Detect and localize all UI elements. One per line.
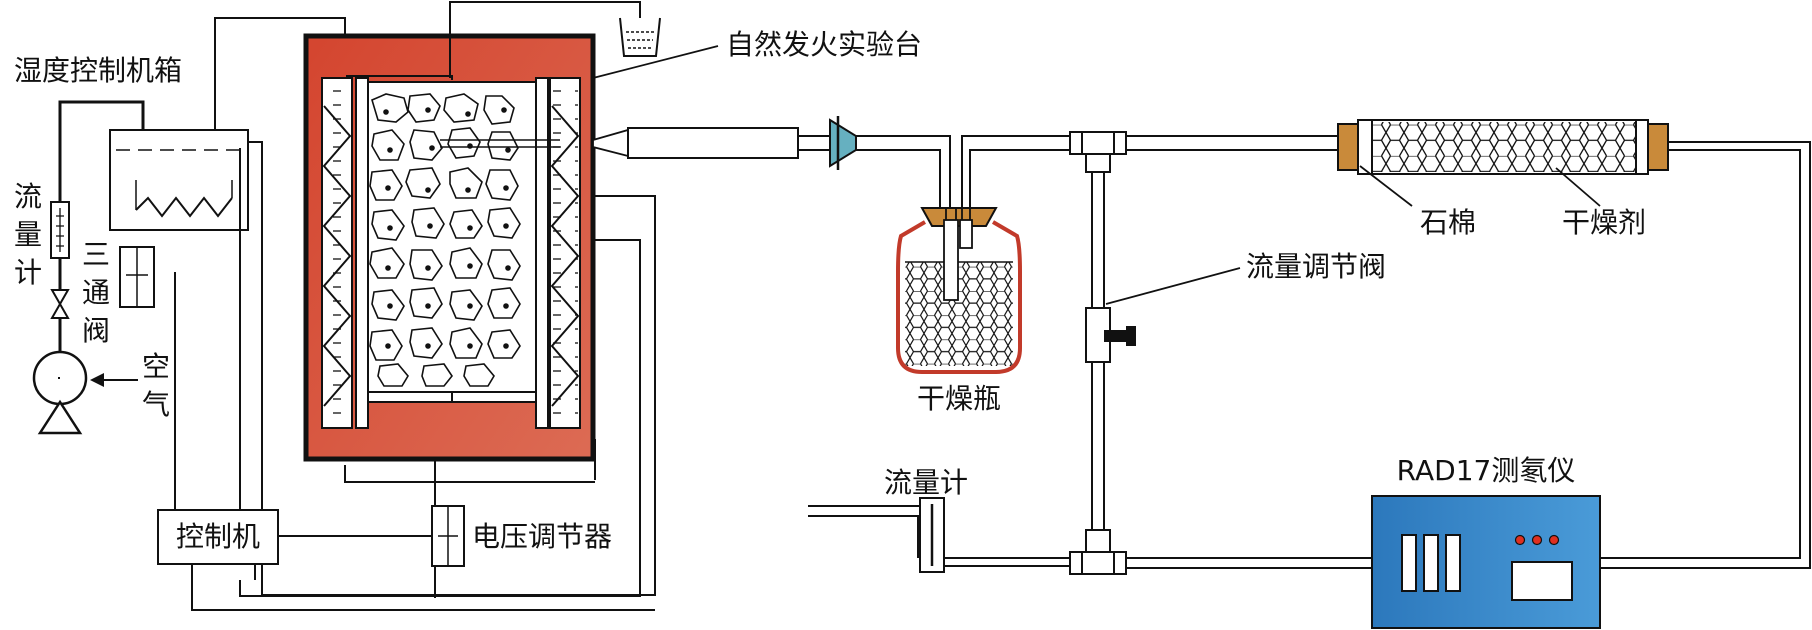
flow-control-valve: [1085, 307, 1136, 363]
sensor-dots: [383, 107, 511, 349]
test-bench-label: 自然发火实验台: [726, 28, 922, 61]
flow-valve-label: 流量调节阀: [1246, 250, 1386, 283]
desiccant-label: 干燥剂: [1562, 206, 1646, 239]
needle-valve: [50, 289, 70, 319]
three-way-valve-label-2: 通: [82, 276, 110, 309]
right-flowmeter-label: 流量计: [884, 466, 968, 499]
three-way-valve-label-1: 三: [82, 238, 110, 271]
pipe-box-to-chamber: [214, 17, 346, 130]
left-flowmeter: [50, 201, 70, 259]
control-wires: [174, 239, 655, 611]
controller-label: 控制机: [176, 520, 260, 553]
radon-meter: [1371, 495, 1601, 629]
test-bench-leader: [592, 45, 719, 79]
drying-bottle-label: 干燥瓶: [917, 382, 1001, 415]
coal-particles: [369, 93, 521, 387]
asbestos-label: 石棉: [1420, 206, 1476, 239]
bottom-tee: [1069, 529, 1127, 575]
pipe-desiccant-return: [1600, 141, 1811, 569]
top-tee: [1069, 131, 1127, 173]
humidity-control-box: [109, 129, 249, 231]
combustion-test-chamber: [303, 1, 641, 462]
left-flowmeter-label-2: 量: [14, 218, 42, 251]
air-inlet-arrow: [90, 373, 138, 387]
desiccant-leader: [1555, 167, 1601, 207]
air-pump: [32, 350, 88, 435]
pipe-pump-to-flowmeter: [58, 100, 145, 352]
flow-valve-leader: [1105, 267, 1241, 305]
air-label-1: 空: [142, 350, 170, 383]
desiccant-tube: [1337, 119, 1669, 175]
water-beaker: [619, 17, 661, 57]
left-flowmeter-label-1: 流: [14, 180, 42, 213]
outlet-tube: [440, 127, 830, 159]
air-label-2: 气: [142, 388, 170, 421]
three-way-valve-label-3: 阀: [82, 314, 110, 347]
left-flowmeter-label-3: 计: [14, 256, 42, 289]
asbestos-leader: [1359, 165, 1413, 207]
pipe-flowmeter-to-tee: [944, 557, 1070, 567]
right-flowmeter: [808, 497, 945, 573]
radon-meter-label: RAD17测氡仪: [1397, 454, 1576, 487]
pipe-to-desiccant: [1126, 135, 1338, 151]
voltage-regulator: [431, 505, 465, 567]
drying-bottle: [896, 207, 1022, 374]
humidity-box-label: 湿度控制机箱: [14, 54, 182, 87]
controller-box: 控制机: [157, 509, 279, 565]
pipe-tee-to-meter: [1126, 557, 1372, 569]
three-way-valve: [119, 246, 155, 308]
voltage-regulator-label: 电压调节器: [472, 520, 612, 553]
filter-connector: [829, 116, 857, 170]
